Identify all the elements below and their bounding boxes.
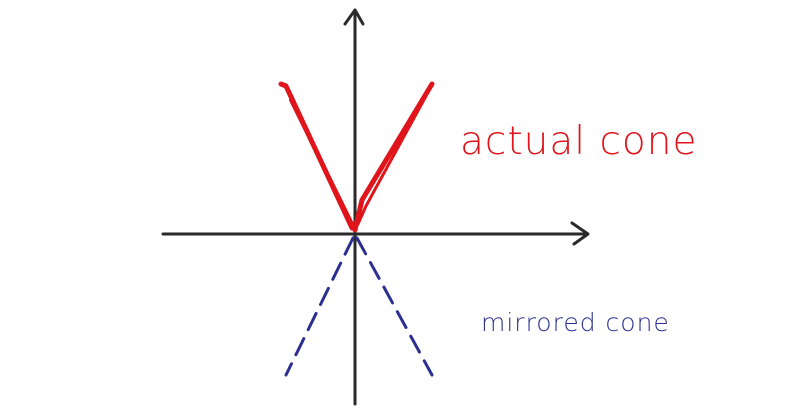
mirrored-cone	[284, 236, 434, 377]
actual-cone	[278, 81, 435, 233]
mirrored-cone-right-edge	[355, 236, 434, 377]
axes	[161, 8, 590, 406]
vertical-axis-arrowhead-icon	[343, 8, 365, 26]
actual-cone-right-edge	[352, 81, 435, 233]
mirrored-cone-label: mirrored cone	[481, 308, 670, 337]
actual-cone-left-edge-inner	[289, 98, 354, 226]
actual-cone-label: actual cone	[460, 119, 698, 164]
horizontal-axis-arrowhead-icon	[570, 221, 590, 246]
actual-cone-right-edge-inner	[356, 94, 428, 226]
mirrored-cone-left-edge	[284, 236, 355, 377]
